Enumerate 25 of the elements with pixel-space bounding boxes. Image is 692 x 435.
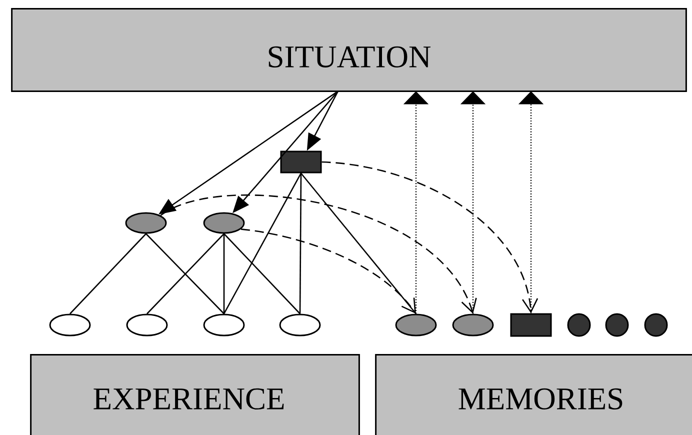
connector-line [300,172,416,314]
ellipse-node [279,314,321,336]
ellipse-node [126,314,168,336]
text-box: EXPERIENCE [30,354,360,435]
connector-line [223,172,302,314]
connector-line [299,173,302,314]
ellipse-node [125,212,167,234]
ellipse-node [49,314,91,336]
circle-node [605,313,629,337]
ellipse-node [395,314,437,336]
connector-line [224,233,300,314]
rectangle-node [280,150,322,174]
rectangle-node [510,313,552,337]
ellipse-node [452,314,494,336]
connector-line [70,233,146,314]
dashed-arrow [322,161,538,314]
dashed-arrow [160,194,477,314]
text-box: SITUATION [11,8,687,92]
circle-node [567,313,591,337]
connector-line [223,234,225,314]
ellipse-node [203,314,245,336]
dashed-arrow [240,228,416,314]
ellipse-node [203,212,245,234]
circle-node [644,313,668,337]
text-box: MEMORIES [375,354,692,435]
